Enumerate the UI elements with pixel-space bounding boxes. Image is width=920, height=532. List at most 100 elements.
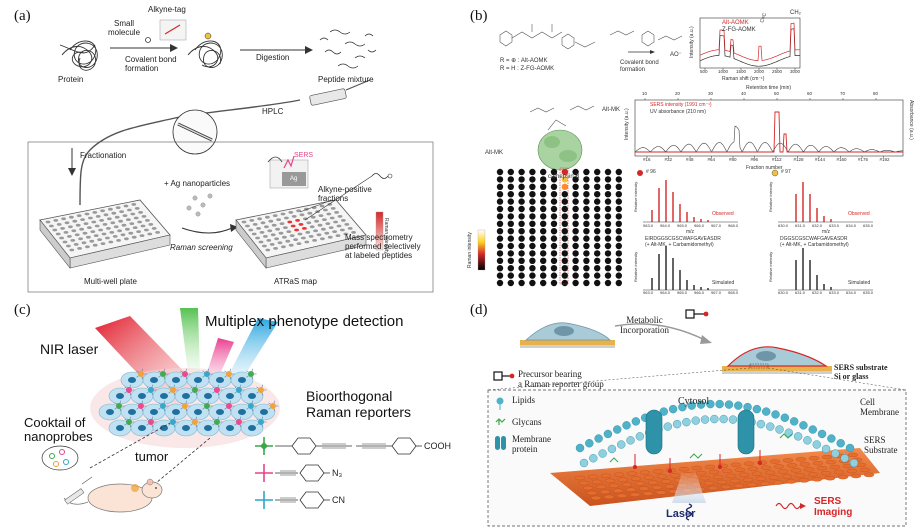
raman-screening-label: Raman screening — [170, 243, 233, 252]
well — [322, 218, 327, 222]
well — [273, 247, 278, 250]
well — [62, 240, 68, 244]
substrate-bump — [617, 477, 629, 482]
raman-well — [615, 168, 622, 176]
well — [289, 234, 295, 238]
raman-well — [604, 279, 612, 287]
well — [105, 236, 110, 240]
seq-left: EIRDGGSCGSCWAFGAVEASDR — [645, 236, 721, 242]
raman-well — [529, 265, 536, 272]
substrate-bump — [837, 474, 849, 480]
cell-nucleus — [216, 377, 224, 383]
substrate-bump — [720, 484, 732, 490]
spec-tick-label: 2000 — [754, 69, 765, 74]
well — [55, 232, 61, 236]
raman-well — [594, 191, 601, 198]
mouse-icon — [63, 478, 163, 513]
cathepsin-label: cathepsin B — [548, 174, 580, 180]
cytosol-label: Cytosol — [678, 396, 710, 407]
substrate-bump — [626, 471, 638, 476]
raman-well — [507, 265, 514, 272]
lipid-head — [771, 410, 780, 419]
raman-intensity-label-a: Raman intensity — [383, 218, 389, 254]
substrate-bump — [639, 470, 651, 475]
raman-well — [507, 228, 514, 235]
raman-well — [518, 272, 525, 279]
raman-well — [572, 176, 579, 183]
well — [82, 231, 88, 235]
mz-tick-label: 963.0 — [643, 290, 654, 295]
well — [147, 232, 153, 236]
raman-well — [496, 242, 504, 250]
lipid-head — [803, 436, 812, 445]
raman-spectrum-plot — [699, 17, 801, 70]
substrate-bump — [578, 480, 590, 486]
raman-well — [496, 265, 504, 272]
rt-tick-label: 40 — [741, 91, 747, 96]
fraction-tick-label: #64 — [707, 157, 716, 162]
well — [336, 224, 342, 228]
well — [121, 223, 127, 227]
well — [299, 213, 305, 217]
raman-well — [561, 198, 568, 205]
well — [297, 232, 303, 236]
raman-int-b-label: Raman intensity — [467, 232, 473, 268]
raman-well — [572, 198, 579, 205]
well — [316, 233, 322, 237]
substrate-bump — [595, 484, 607, 490]
well — [328, 226, 334, 230]
panel-c-label: (c) — [14, 302, 31, 318]
well — [111, 211, 117, 215]
raman-well — [518, 191, 525, 198]
raman-well — [540, 176, 547, 183]
mz-label-1: m/z — [686, 229, 695, 235]
substrate-bump — [794, 473, 806, 478]
raman-well — [529, 220, 536, 227]
lipid-head — [724, 400, 734, 409]
raman-well — [518, 213, 525, 220]
lipid-head — [762, 407, 771, 416]
fraction-tick-label: #176 — [858, 157, 869, 162]
rt-tick-label: 80 — [873, 91, 879, 96]
mz-tick-label: 968.0 — [728, 223, 739, 228]
seq-right-2: (+ Alt-MK, + Carbamidomethyl) — [780, 242, 849, 248]
substrate-bump — [642, 491, 654, 496]
well — [282, 235, 287, 239]
well — [100, 209, 105, 213]
cell-nucleus — [116, 425, 124, 431]
raman-well — [572, 242, 579, 250]
raman-well — [550, 176, 558, 183]
raman-well — [550, 250, 558, 257]
raman-well — [615, 250, 622, 257]
raman-well — [615, 198, 622, 205]
glycan-icons — [609, 433, 793, 463]
rt-tick-label: 10 — [642, 91, 648, 96]
well — [101, 232, 107, 236]
well — [325, 222, 331, 226]
lipid-head — [691, 416, 700, 425]
absorbance-label: Absorbance (a.u.) — [908, 100, 914, 140]
substrate-bump — [707, 485, 719, 491]
rel-int-4: Relative intensity — [768, 251, 773, 282]
substrate-bump — [811, 477, 823, 482]
well — [268, 219, 274, 223]
mass-spec-label: Mass spectrometry performed selectively … — [345, 233, 421, 260]
lipid-head — [589, 454, 598, 463]
nanoprobe — [214, 387, 220, 393]
chemical-structure-icon — [499, 24, 683, 50]
raman-well — [594, 242, 601, 250]
lipid-head — [728, 415, 738, 424]
well — [99, 219, 104, 222]
raman-well — [540, 191, 547, 198]
raman-well — [615, 220, 622, 227]
raman-well — [529, 228, 536, 235]
mz-tick-label: 632.0 — [812, 290, 823, 295]
cell-nucleus — [150, 377, 158, 383]
sers-imaging-label: SERS Imaging — [814, 496, 853, 518]
substrate-bump — [691, 465, 703, 471]
precursor-label: Precursor bearing a Raman reporter group — [518, 369, 604, 389]
raman-well — [615, 205, 622, 213]
lipid-head — [631, 417, 641, 426]
raman-well — [572, 191, 579, 198]
raman-well-map — [496, 167, 622, 287]
